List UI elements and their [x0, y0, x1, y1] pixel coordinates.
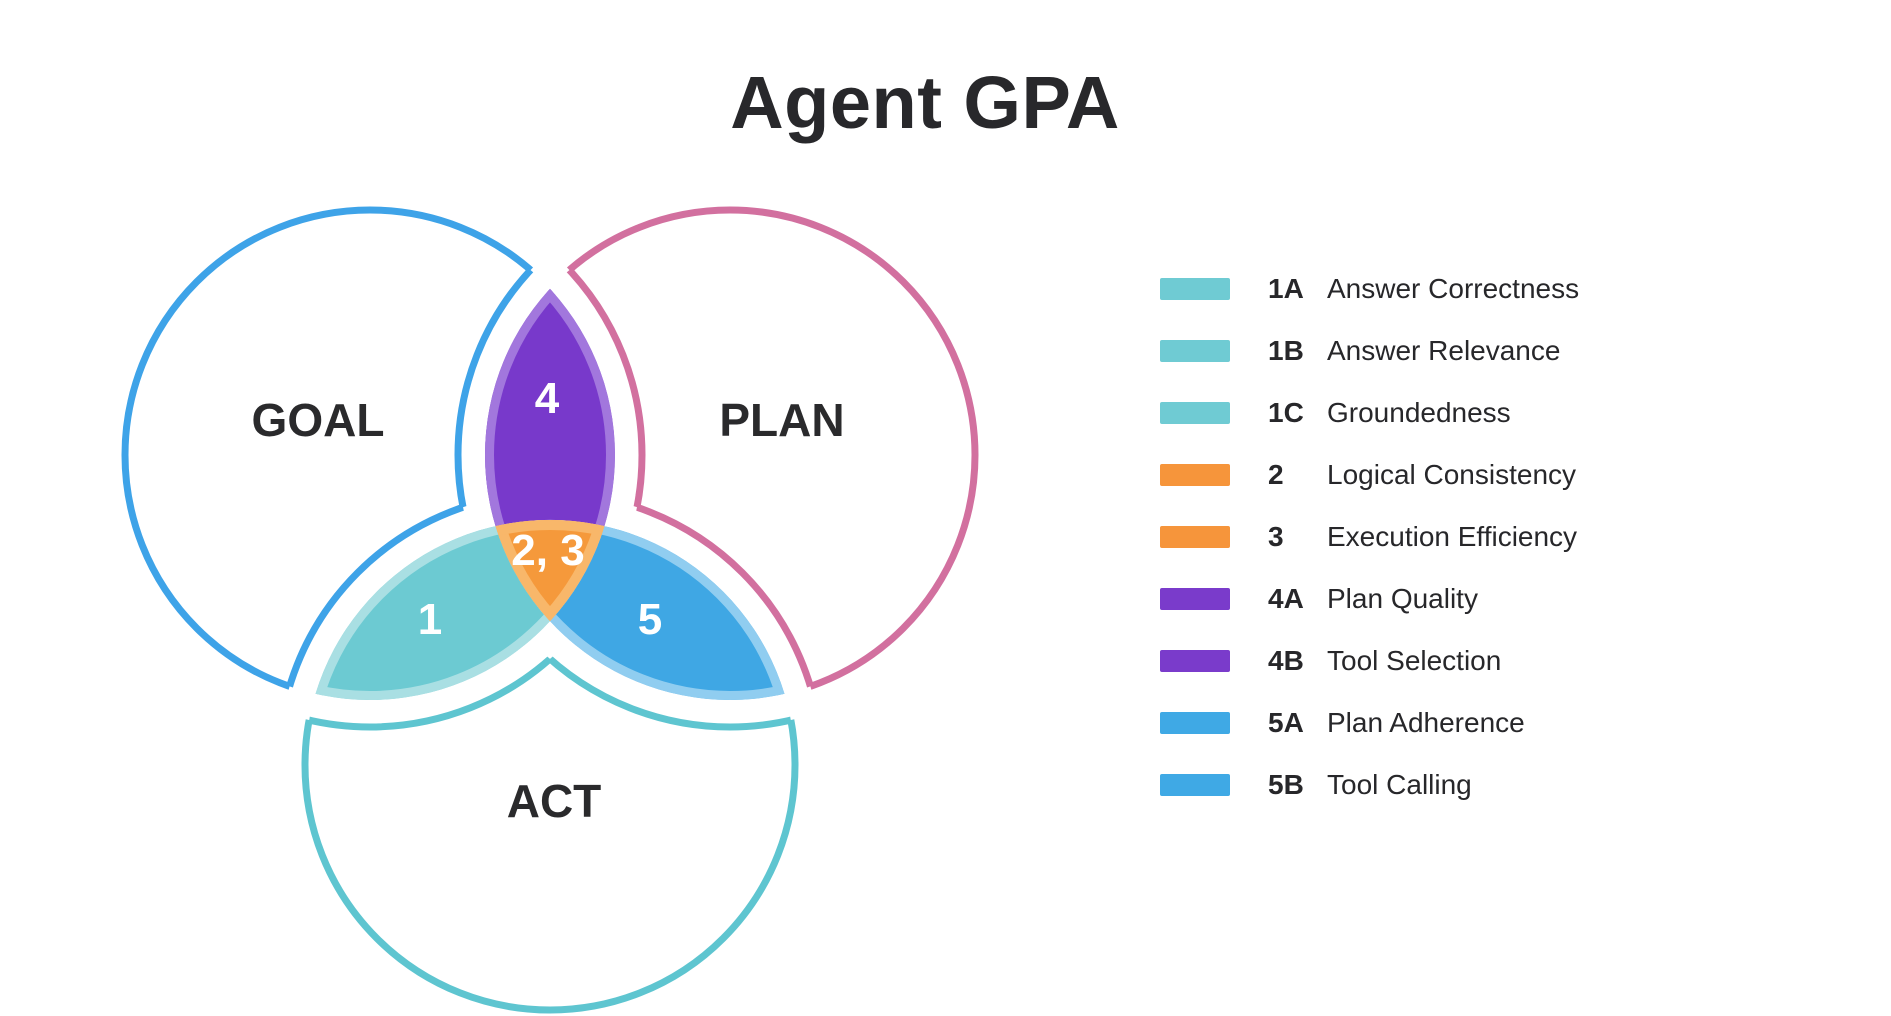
legend-swatch [1160, 650, 1230, 672]
legend-swatch [1160, 402, 1230, 424]
legend-code: 1B [1268, 335, 1304, 366]
venn-diagram: GOAL PLAN ACT 4 1 5 2, 3 [121, 206, 979, 1014]
legend-swatch [1160, 340, 1230, 362]
goal-act-lens [305, 520, 615, 700]
legend-item: 1A Answer Correctness [1160, 258, 1579, 320]
goal-act-number: 1 [418, 595, 442, 644]
legend-swatch [1160, 278, 1230, 300]
legend-label: Plan Quality [1327, 583, 1478, 614]
legend-code: 4B [1268, 645, 1304, 676]
legend-label: Groundedness [1327, 397, 1511, 428]
legend-label: Execution Efficiency [1327, 521, 1578, 552]
legend-code: 1C [1268, 397, 1304, 428]
plan-act-number: 5 [638, 595, 662, 644]
legend-swatch [1160, 712, 1230, 734]
page-title: Agent GPA [730, 61, 1120, 144]
legend-item: 3 Execution Efficiency [1160, 506, 1579, 568]
legend-item: 1C Groundedness [1160, 382, 1579, 444]
legend-label: Tool Calling [1327, 769, 1472, 800]
legend-code: 5A [1268, 707, 1304, 738]
legend-swatch [1160, 526, 1230, 548]
goal-plan-lens [485, 210, 615, 700]
legend-label: Answer Relevance [1327, 335, 1561, 366]
legend: 1A Answer Correctness 1B Answer Relevance 1C… [1160, 258, 1579, 816]
legend-code: 3 [1268, 521, 1284, 552]
legend-item: 1B Answer Relevance [1160, 320, 1579, 382]
legend-item: 5B Tool Calling [1160, 754, 1579, 816]
legend-label: Answer Correctness [1327, 273, 1580, 304]
legend-item: 4A Plan Quality [1160, 568, 1579, 630]
legend-label: Logical Consistency [1327, 459, 1577, 490]
legend-item: 4B Tool Selection [1160, 630, 1579, 692]
plan-label: PLAN [719, 394, 844, 446]
legend-label: Tool Selection [1327, 645, 1502, 676]
legend-code: 5B [1268, 769, 1304, 800]
act-label: ACT [507, 775, 602, 827]
legend-label: Plan Adherence [1327, 707, 1525, 738]
goal-label: GOAL [252, 394, 385, 446]
plan-act-lens [485, 520, 795, 700]
center-number: 2, 3 [511, 526, 584, 575]
legend-item: 2 Logical Consistency [1160, 444, 1579, 506]
legend-code: 2 [1268, 459, 1284, 490]
legend-swatch [1160, 588, 1230, 610]
goal-plan-number: 4 [535, 374, 560, 423]
legend-code: 4A [1268, 583, 1304, 614]
legend-swatch [1160, 464, 1230, 486]
legend-code: 1A [1268, 273, 1304, 304]
legend-item: 5A Plan Adherence [1160, 692, 1579, 754]
legend-swatch [1160, 774, 1230, 796]
